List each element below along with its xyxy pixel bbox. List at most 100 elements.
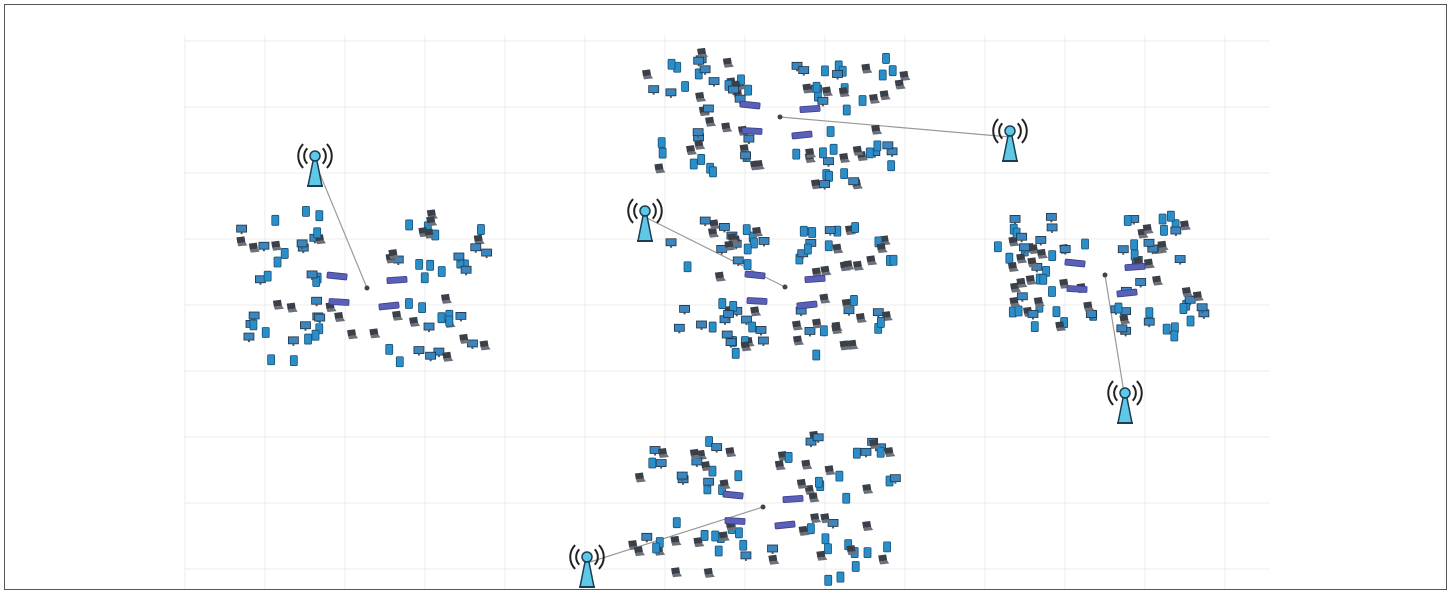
laptop-icon [1083, 302, 1094, 312]
laptop-icon [249, 243, 260, 253]
switch-icon [379, 302, 400, 310]
laptop-icon [750, 306, 761, 316]
desktop-icon [830, 144, 837, 154]
desktop-icon [1115, 303, 1122, 313]
laptop-icon [705, 117, 716, 127]
laptop-icon [1037, 249, 1048, 259]
desktop-icon [1082, 239, 1089, 249]
laptop-icon [697, 48, 708, 58]
desktop-icon [684, 262, 691, 272]
desktop-icon [888, 161, 895, 171]
laptop-icon [642, 69, 653, 79]
desktop-icon [866, 148, 873, 158]
laptop-icon [1180, 220, 1191, 230]
monitor-icon [244, 333, 254, 342]
desktop-icon [815, 477, 822, 487]
monitor-icon [799, 67, 809, 76]
monitor-icon [1017, 233, 1027, 242]
desktop-icon [730, 301, 737, 311]
switch-icon [792, 131, 813, 139]
monitor-icon [805, 327, 815, 336]
desktop-icon [827, 127, 834, 137]
monitor-icon [424, 323, 434, 332]
desktop-icon [316, 211, 323, 221]
desktop-icon [1160, 225, 1167, 235]
desktop-icon [709, 322, 716, 332]
monitor-icon [680, 305, 690, 314]
switch-icon [800, 105, 820, 112]
laptop-icon [866, 255, 877, 265]
laptop-icon [409, 317, 420, 327]
desktop-icon [800, 226, 807, 236]
desktop-icon [1048, 287, 1055, 297]
monitor-icon [741, 552, 751, 561]
monitor-icon [259, 242, 269, 251]
monitor-icon [818, 97, 828, 106]
desktop-icon [1180, 304, 1187, 314]
switch-icon [1065, 259, 1086, 267]
monitor-icon [237, 225, 247, 234]
network-diagram [5, 5, 1446, 589]
desktop-icon [825, 575, 832, 585]
desktop-icon [446, 316, 453, 326]
monitor-icon [873, 309, 883, 318]
laptop-icon [1016, 278, 1027, 288]
desktop-icon [1031, 322, 1038, 332]
desktop-icon [312, 330, 319, 340]
desktop-icon [879, 70, 886, 80]
laptop-icon [1182, 287, 1193, 297]
wireless-link [780, 117, 1010, 137]
desktop-icon [793, 149, 800, 159]
desktop-icon [836, 471, 843, 481]
desktop-icon [405, 299, 412, 309]
desktop-icon [1015, 306, 1022, 316]
laptop-icon [1026, 275, 1037, 285]
monitor-icon [1118, 246, 1128, 255]
desktop-icon [302, 206, 309, 216]
laptop-icon [862, 484, 873, 494]
desktop-icon [715, 546, 722, 556]
laptop-icon [1119, 314, 1130, 324]
desktop-icon [740, 540, 747, 550]
switch-icon [783, 495, 803, 502]
laptop-icon [752, 227, 763, 237]
monitor-icon [758, 337, 768, 346]
desktop-icon [682, 81, 689, 91]
laptop-icon [695, 92, 706, 102]
monitor-icon [833, 70, 843, 79]
monitor-icon [1144, 318, 1154, 327]
desktop-icon [884, 542, 891, 552]
monitor-icon [642, 533, 652, 542]
hub-node [1103, 273, 1108, 278]
desktop-icon [883, 53, 890, 63]
laptop-icon [797, 479, 808, 489]
desktop-icon [396, 357, 403, 367]
radio-tower-icon [1108, 381, 1142, 423]
desktop-icon [659, 148, 666, 158]
desktop-icon [874, 141, 881, 151]
laptop-icon [1152, 276, 1163, 286]
desktop-icon [890, 255, 897, 265]
desktop-icon [745, 85, 752, 95]
desktop-icon [421, 273, 428, 283]
desktop-icon [290, 356, 297, 366]
laptop-icon [822, 87, 833, 97]
monitor-icon [1171, 227, 1181, 236]
laptop-icon [1034, 297, 1045, 307]
monitor-icon [1017, 293, 1027, 302]
desktop-icon [701, 530, 708, 540]
monitor-icon [456, 312, 466, 321]
desktop-icon [1167, 211, 1174, 221]
laptop-icon [725, 447, 736, 457]
wireless-link [315, 162, 367, 288]
switch-icon [329, 298, 349, 305]
cluster-south [628, 431, 900, 585]
monitor-icon [1028, 310, 1038, 319]
desktop-icon [416, 259, 423, 269]
radio-tower-icon [628, 199, 662, 241]
desktop-icon [709, 167, 716, 177]
desktop-icon [804, 244, 811, 254]
desktop-icon [850, 295, 857, 305]
hub-node [761, 505, 766, 510]
desktop-icon [719, 299, 726, 309]
